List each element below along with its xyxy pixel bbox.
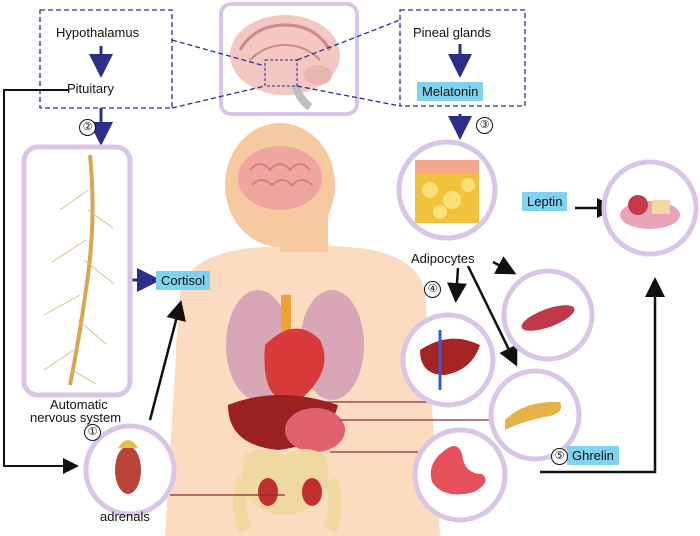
- ghrelin-label: Ghrelin: [567, 446, 619, 465]
- muscle-circle: [501, 268, 595, 362]
- brain-inset: [219, 2, 359, 116]
- adrenals-circle: [83, 423, 177, 517]
- melatonin-label: Melatonin: [417, 82, 484, 101]
- step-1-marker: ①: [84, 424, 101, 441]
- stomach-organ-icon: [285, 408, 345, 452]
- heart-icon: [264, 328, 325, 402]
- pancreas-circle: [488, 368, 582, 462]
- adipocytes-label: Adipocytes: [411, 251, 475, 266]
- brain-icon: [238, 146, 322, 210]
- pineal-box: [399, 9, 526, 107]
- food-circle: [601, 159, 699, 257]
- step-3-marker: ③: [476, 117, 493, 134]
- adipocytes-circle: [396, 139, 498, 241]
- automatic-label-line2: nervous system: [30, 410, 122, 425]
- liver-circle: [400, 312, 496, 408]
- stomach-circle: [412, 427, 508, 523]
- step-4-marker: ④: [424, 281, 441, 298]
- right-kidney-icon: [302, 478, 322, 506]
- hypothalamus-box: [39, 9, 173, 109]
- step-2-marker: ②: [79, 119, 96, 136]
- pituitary-label: Pituitary: [67, 81, 114, 96]
- automatic-label-line1: Automatic: [50, 397, 108, 412]
- pineal-label: Pineal glands: [413, 25, 492, 40]
- nervous-system-panel: [21, 144, 133, 398]
- hypothalamus-label: Hypothalamus: [56, 25, 140, 40]
- leptin-label: Leptin: [522, 192, 568, 211]
- organs: [226, 290, 364, 533]
- step-5-marker: ⑤: [551, 448, 568, 465]
- left-kidney-icon: [258, 478, 278, 506]
- cortisol-label: Cortisol: [156, 271, 211, 290]
- adrenals-label: adrenals: [100, 509, 150, 524]
